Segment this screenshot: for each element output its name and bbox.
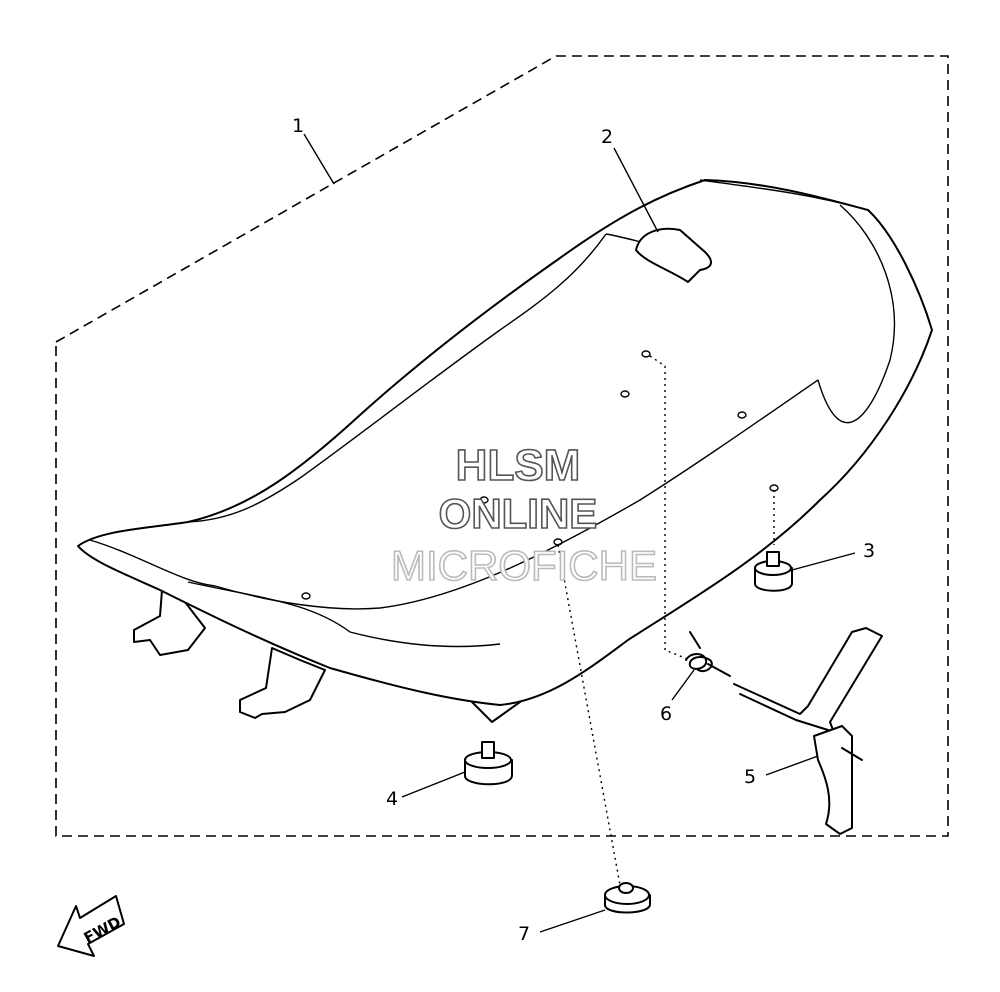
- forward-direction-arrow-icon: FWD: [57, 895, 125, 957]
- lock-rod-part-5: [733, 627, 883, 835]
- grommet-part-7: [604, 882, 651, 914]
- assembly-boundary: [55, 55, 949, 837]
- watermark-line-3: MICROFICHE: [391, 542, 657, 589]
- callout-7: 7: [518, 923, 530, 945]
- leader-lines: [303, 133, 856, 933]
- callout-6: 6: [660, 703, 672, 725]
- callout-2: 2: [601, 126, 613, 148]
- watermark-line-2: ONLINE: [439, 490, 598, 537]
- callout-1: 1: [292, 115, 304, 137]
- callout-5: 5: [744, 766, 756, 788]
- callout-4: 4: [386, 788, 398, 810]
- callout-3: 3: [863, 540, 875, 562]
- spring-part-6: [685, 631, 731, 677]
- seat-body: [77, 179, 933, 706]
- watermark-line-1: HLSM: [456, 441, 581, 490]
- seat-strap: [635, 227, 712, 283]
- damper-part-4: [464, 741, 513, 786]
- seat-assembly: [77, 179, 933, 723]
- damper-part-3: [754, 551, 793, 592]
